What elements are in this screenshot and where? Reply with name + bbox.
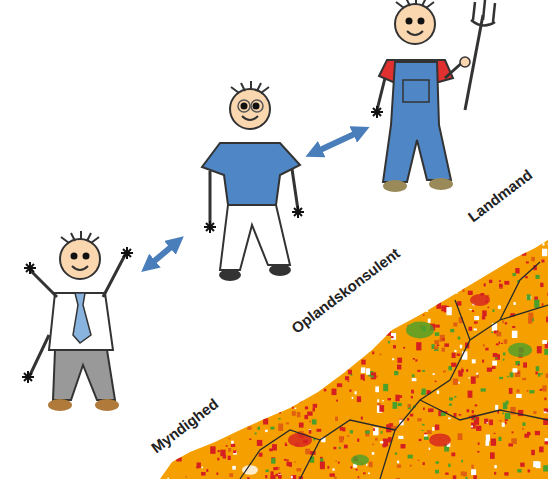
role-label: Landmand <box>465 165 536 224</box>
double-arrow <box>148 242 177 266</box>
authority-figure <box>5 235 145 420</box>
person-node: Oplandskonsulent <box>180 85 310 285</box>
catchment-borders <box>240 262 548 479</box>
map-land <box>160 240 548 479</box>
person-node: Landmand <box>365 0 500 195</box>
role-label: Oplandskonsulent <box>288 244 403 336</box>
farmer-figure <box>365 0 500 195</box>
double-arrow <box>314 131 362 153</box>
consultant-figure <box>180 85 310 285</box>
person-node: Myndighed <box>5 235 145 420</box>
land-use-texture <box>161 240 548 479</box>
